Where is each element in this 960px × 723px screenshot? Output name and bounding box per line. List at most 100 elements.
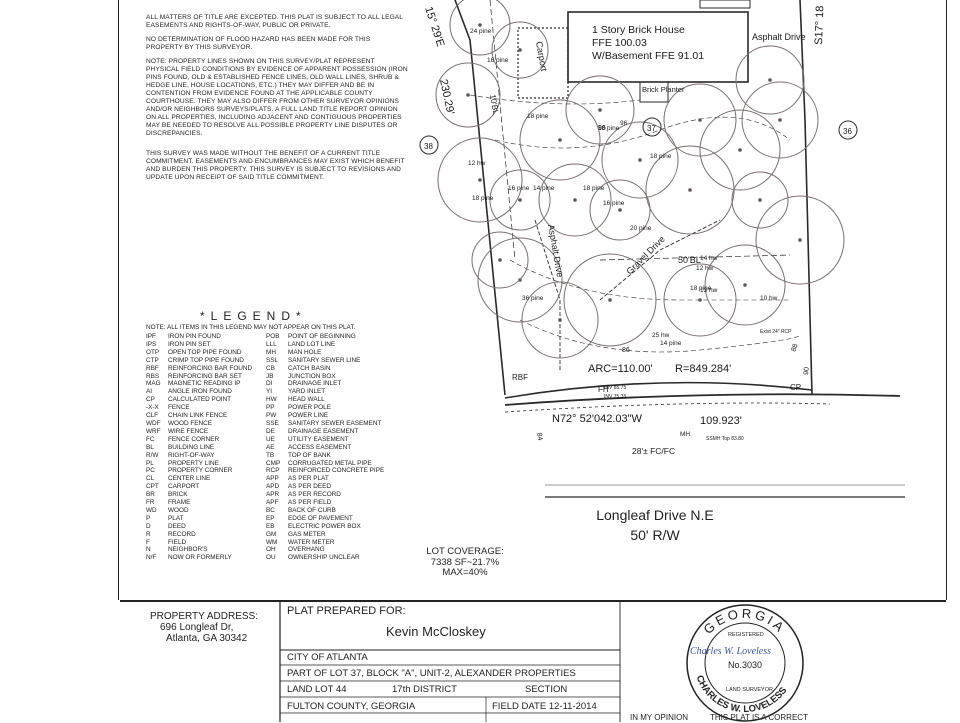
legend-abbreviation: CMP <box>266 459 281 467</box>
tree-canopy <box>589 179 651 241</box>
curb-width-label: 28'± FC/FC <box>632 446 675 456</box>
legend-abbreviation: P <box>146 514 151 522</box>
legend-description: AS PER PLAT <box>288 475 329 483</box>
legend-description: UTILITY EASEMENT <box>288 435 349 443</box>
legend-abbreviation: WM <box>266 538 278 546</box>
legend-abbreviation: GM <box>266 530 277 538</box>
contour-label: 84 <box>535 432 543 441</box>
tree-label: 10 hw <box>760 295 778 302</box>
legend-description: ACCESS EASEMENT <box>288 443 352 451</box>
tree-label: 20 pine <box>630 225 652 232</box>
legend-description: FRAME <box>168 499 191 507</box>
legend-entry: BL BUILDING LINE <box>146 444 252 452</box>
legend-description: FIELD <box>168 538 187 546</box>
tree-canopy <box>435 62 501 128</box>
tree-canopy <box>565 75 635 145</box>
survey-drawing: 1 Story Brick House FFE 100.03 W/Basemen… <box>419 0 905 498</box>
legend-abbreviation: WD <box>146 506 157 514</box>
tree-label: 12 hw <box>696 265 714 272</box>
lot-coverage: LOT COVERAGE: 7338 SF~21.7% MAX=40% <box>420 546 510 579</box>
legend-abbreviation: UE <box>266 435 275 443</box>
house-label-line-1: 1 Story Brick House <box>592 24 685 36</box>
tree-trunk <box>738 148 742 152</box>
tree-label: 14 pine <box>533 185 555 192</box>
contour-label: 86 <box>622 347 630 354</box>
setback-line-west <box>489 0 516 261</box>
tree-canopy <box>519 99 601 181</box>
legend-abbreviation: CL <box>146 475 155 483</box>
tree-trunk <box>558 138 562 142</box>
legend-abbreviation: RBS <box>146 372 160 380</box>
legend-description: RECORD <box>168 530 196 538</box>
tree-canopy <box>755 195 845 285</box>
legend-abbreviation: BR <box>146 491 155 499</box>
tree-canopy <box>704 244 786 326</box>
legend-description: WIRE FENCE <box>168 427 209 435</box>
legend-abbreviation: IPS <box>146 340 157 348</box>
legend-description: MAN HOLE <box>288 348 322 356</box>
legend-abbreviation: N <box>146 546 151 554</box>
asphalt-drive-top-label: Asphalt Drive <box>752 32 806 42</box>
legend-entry: DI DRAINAGE INLET <box>266 380 384 388</box>
gravel-drive-edge <box>599 219 721 301</box>
legend-description: CATCH BASIN <box>288 364 331 372</box>
seal-land-surveyor: LAND SURVEYOR <box>726 687 773 693</box>
tree-trunk <box>558 318 562 322</box>
rbf-label: RBF <box>512 373 528 382</box>
lot-number-38: 38 <box>424 142 433 151</box>
legend-description: DRAINAGE INLET <box>288 380 342 388</box>
legend-abbreviation: SSE <box>266 419 279 427</box>
legend-abbreviation: POB <box>266 333 280 340</box>
legend-description: SANITARY SEWER EASEMENT <box>288 419 382 427</box>
contour-line <box>509 259 790 301</box>
tree-canopy <box>741 81 819 159</box>
tree-canopy <box>437 137 523 223</box>
legend-abbreviation: MAG <box>146 380 161 388</box>
legend-description: CARPORT <box>168 483 200 491</box>
legend-description: OVERHANG <box>288 546 325 554</box>
seal-surveyor-name: CHARLES W. LOVELESS <box>694 674 790 715</box>
contour-line <box>494 116 791 149</box>
tree-trunk <box>608 298 612 302</box>
legend-abbreviation: HW <box>266 396 277 404</box>
legend-abbreviation: EB <box>266 522 275 530</box>
legend-abbreviation: BL <box>146 443 154 451</box>
legend-entry: HW HEAD WALL <box>266 396 384 404</box>
brick-planter-outline <box>639 81 669 103</box>
legend-abbreviation: RCP <box>266 467 280 475</box>
legend-abbreviation: RBF <box>146 364 159 372</box>
general-notes: All matters of title are excepted. This … <box>146 0 408 188</box>
note-title-commitment: This survey was made without the benefit… <box>146 150 407 181</box>
legend-description: CALCULATED POINT <box>168 396 232 404</box>
tree-trunk <box>478 23 482 27</box>
legend-abbreviation: D <box>146 522 151 530</box>
legend-description: AS PER RECORD <box>288 491 341 499</box>
title-block-grid <box>279 602 621 722</box>
legend-abbreviation: WRF <box>146 427 161 435</box>
lot-circle-38 <box>419 135 439 155</box>
legend-description: BUILDING LINE <box>168 443 215 451</box>
legend-description: HEAD WALL <box>288 396 325 404</box>
tree-canopy <box>521 281 599 359</box>
legend-description: POWER POLE <box>288 404 331 412</box>
surveyor-signature: Charles W. Loveless <box>690 646 771 657</box>
legend-description: WOOD <box>168 506 189 514</box>
legend-abbreviation: DI <box>266 380 273 388</box>
invert-label-2: INV 85.75 <box>604 385 626 391</box>
invert-label-1: INV 75.35 <box>604 394 626 400</box>
legend-entry: SSE SANITARY SEWER EASEMENT <box>266 420 384 428</box>
tree-label: 18 pine <box>472 195 494 202</box>
legend-description: CHAIN LINK FENCE <box>168 412 228 420</box>
